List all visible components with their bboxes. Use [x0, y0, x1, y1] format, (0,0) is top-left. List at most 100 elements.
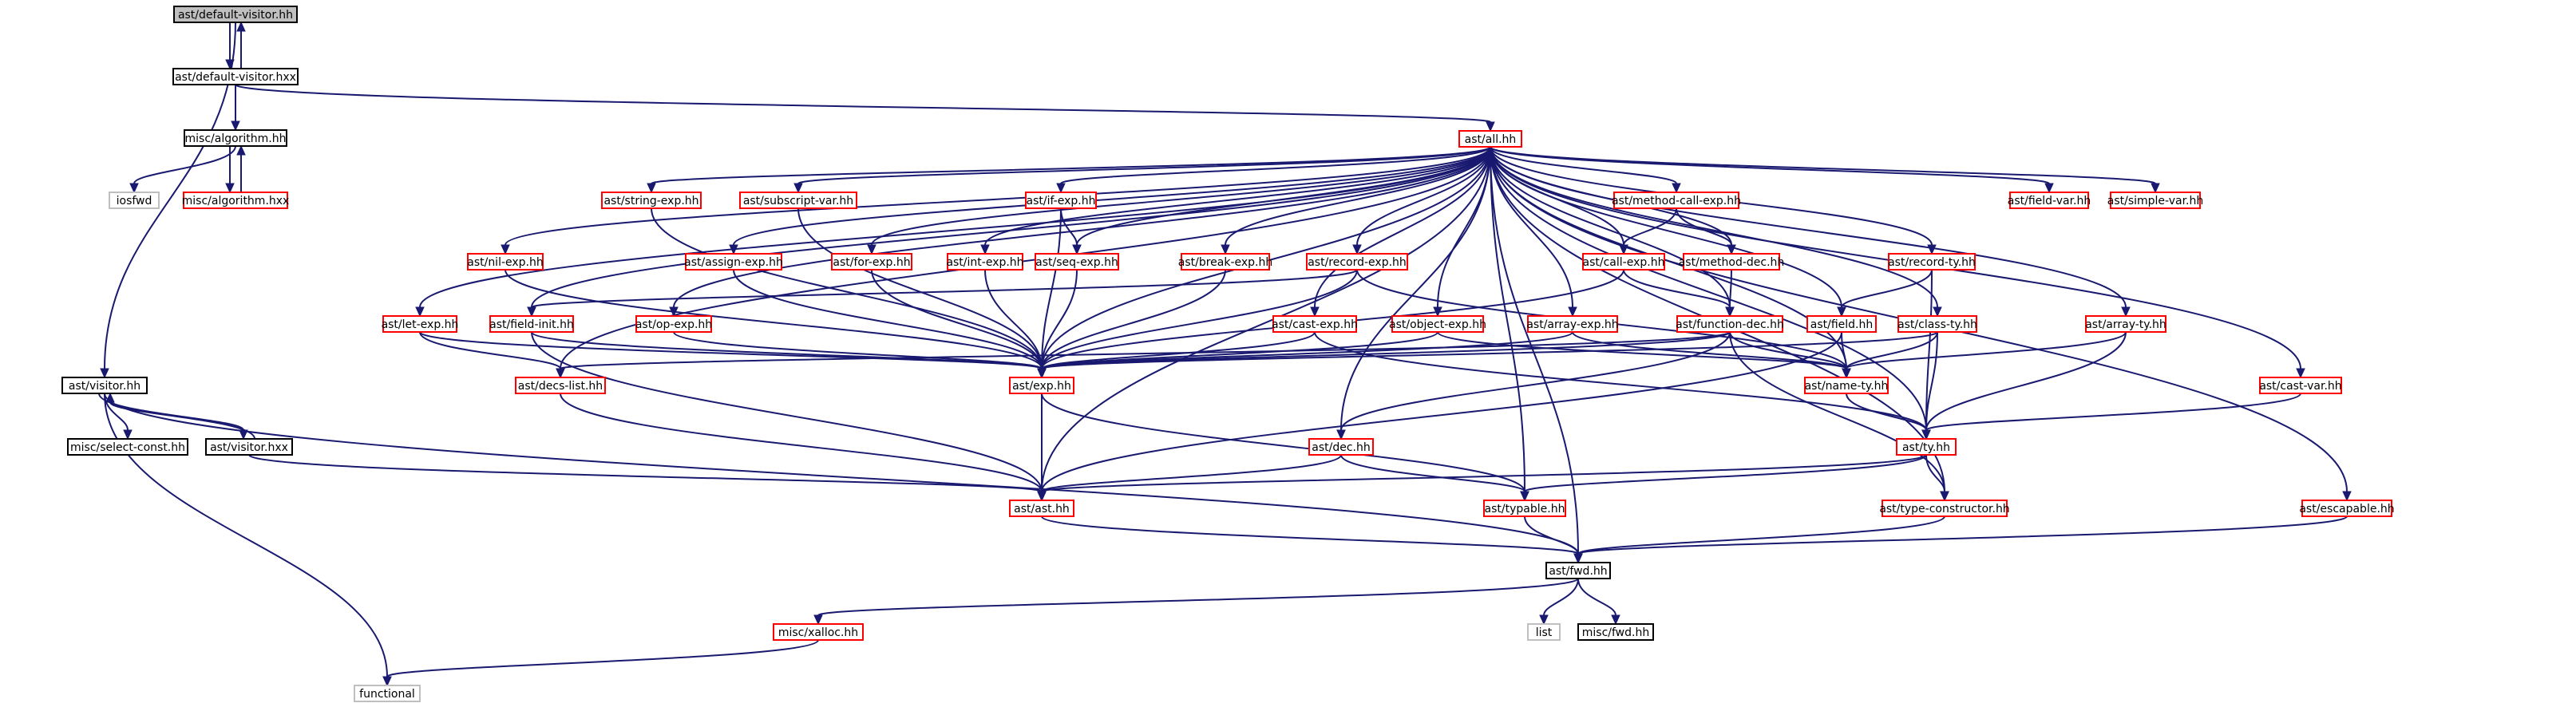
node-ast-visitor-hxx[interactable]: ast/visitor.hxx [205, 438, 293, 456]
edge-method-call-exp-hh-to-method-dec-hh [1676, 207, 1736, 255]
node-ast-array-ty-hh[interactable]: ast/array-ty.hh [2085, 315, 2166, 333]
node-label: ast/ast.hh [1014, 503, 1070, 515]
node-ast-if-exp-hh[interactable]: ast/if-exp.hh [1025, 192, 1097, 209]
edge-array-ty-hh-to-ty-hh [1921, 331, 2127, 440]
node-ast-default-visitor-hxx[interactable]: ast/default-visitor.hxx [172, 68, 299, 85]
node-ast-ty-hh[interactable]: ast/ty.hh [1896, 438, 1957, 456]
node-ast-type-constructor-hh[interactable]: ast/type-constructor.hh [1879, 500, 2010, 517]
node-ast-cast-exp-hh[interactable]: ast/cast-exp.hh [1272, 315, 1358, 333]
node-box [1458, 130, 1522, 148]
edge-misc-algorithm-hh-to-misc-algorithm-hxx [225, 146, 235, 194]
node-ast-seq-exp-hh[interactable]: ast/seq-exp.hh [1035, 253, 1119, 271]
node-label: ast/subscript-var.hh [743, 195, 853, 207]
node-ast-simple-var-hh[interactable]: ast/simple-var.hh [2107, 192, 2204, 209]
node-label: ast/object-exp.hh [1389, 318, 1486, 331]
node-ast-dec-hh[interactable]: ast/dec.hh [1308, 438, 1374, 456]
node-box [382, 315, 457, 333]
node-ast-op-exp-hh[interactable]: ast/op-exp.hh [635, 315, 712, 333]
node-ast-cast-var-hh[interactable]: ast/cast-var.hh [2259, 377, 2342, 394]
node-misc-fwd-hh[interactable]: misc/fwd.hh [1577, 623, 1654, 641]
node-ast-nil-exp-hh[interactable]: ast/nil-exp.hh [467, 253, 544, 271]
edge-class-ty-hh-to-name-ty-hh [1842, 331, 1938, 379]
node-ast-class-ty-hh[interactable]: ast/class-ty.hh [1897, 315, 1977, 333]
edge-visitor-hh-to-functional [104, 393, 392, 687]
node-ast-field-var-hh[interactable]: ast/field-var.hh [2008, 192, 2091, 209]
edge-ty-hh-to-type-constructor-hh [1925, 454, 1949, 502]
edges-layer [98, 21, 2352, 687]
edge-if-exp-hh-to-seq-exp-hh [1060, 207, 1082, 255]
node-misc-select-const-hh[interactable]: misc/select-const.hh [67, 438, 188, 456]
edge-default-visitor-hxx-to-all-hh [235, 84, 1495, 132]
node-misc-algorithm-hxx[interactable]: misc/algorithm.hxx [182, 192, 290, 209]
node-ast-all-hh[interactable]: ast/all.hh [1458, 130, 1522, 148]
node-box [1009, 377, 1074, 394]
node-box [1676, 315, 1783, 333]
node-ast-record-ty-hh[interactable]: ast/record-ty.hh [1888, 253, 1976, 271]
node-box [1613, 192, 1739, 209]
node-misc-algorithm-hh[interactable]: misc/algorithm.hh [184, 129, 287, 147]
edge-record-exp-hh-to-field-init-hh [527, 269, 1358, 318]
node-ast-field-init-hh[interactable]: ast/field-init.hh [489, 315, 574, 333]
edge-all-hh-to-simple-var-hh [1490, 146, 2160, 194]
node-box [1025, 192, 1097, 209]
node-ast-exp-hh[interactable]: ast/exp.hh [1009, 377, 1074, 394]
edge-function-dec-hh-to-dec-hh [1336, 331, 1731, 440]
node-label: ast/simple-var.hh [2107, 195, 2204, 207]
node-ast-escapable-hh[interactable]: ast/escapable.hh [2299, 500, 2395, 517]
node-label: ast/name-ty.hh [1805, 380, 1889, 393]
node-ast-subscript-var-hh[interactable]: ast/subscript-var.hh [739, 192, 857, 209]
node-ast-typable-hh[interactable]: ast/typable.hh [1483, 500, 1566, 517]
node-ast-decs-list-hh[interactable]: ast/decs-list.hh [515, 377, 606, 394]
node-box [1888, 253, 1976, 271]
edge-typable-hh-to-fwd-hh [1524, 515, 1583, 564]
node-ast-record-exp-hh[interactable]: ast/record-exp.hh [1306, 253, 1408, 271]
node-ast-call-exp-hh[interactable]: ast/call-exp.hh [1582, 253, 1665, 271]
node-ast-for-exp-hh[interactable]: ast/for-exp.hh [831, 253, 912, 271]
node-label: ast/decs-list.hh [518, 380, 603, 393]
node-label: ast/assign-exp.hh [684, 256, 783, 269]
node-label: iosfwd [117, 195, 152, 207]
node-ast-ast-hh[interactable]: ast/ast.hh [1009, 500, 1074, 517]
edge-all-hh-to-array-ty-hh [1490, 146, 2131, 318]
node-ast-break-exp-hh[interactable]: ast/break-exp.hh [1178, 253, 1273, 271]
node-box [489, 315, 574, 333]
node-box [2009, 192, 2089, 209]
edge-ty-hh-to-typable-hh [1520, 454, 1927, 502]
node-ast-method-dec-hh[interactable]: ast/method-dec.hh [1679, 253, 1785, 271]
edge-array-exp-hh-to-name-ty-hh [1572, 331, 1851, 379]
node-ast-assign-exp-hh[interactable]: ast/assign-exp.hh [684, 253, 783, 271]
node-ast-function-dec-hh[interactable]: ast/function-dec.hh [1676, 315, 1784, 333]
node-ast-field-hh[interactable]: ast/field.hh [1806, 315, 1877, 333]
node-label: ast/int-exp.hh [946, 256, 1023, 269]
node-label: ast/function-dec.hh [1676, 318, 1784, 331]
node-box [1306, 253, 1408, 271]
node-label: ast/default-visitor.hh [178, 9, 293, 22]
node-label: misc/select-const.hh [70, 441, 185, 454]
node-box [1527, 315, 1618, 333]
node-ast-name-ty-hh[interactable]: ast/name-ty.hh [1804, 377, 1889, 394]
edge-call-exp-hh-to-function-dec-hh [1623, 269, 1735, 318]
node-ast-let-exp-hh[interactable]: ast/let-exp.hh [382, 315, 459, 333]
node-label: ast/field-var.hh [2008, 195, 2091, 207]
node-label: ast/call-exp.hh [1583, 256, 1665, 269]
node-ast-int-exp-hh[interactable]: ast/int-exp.hh [946, 253, 1024, 271]
node-ast-string-exp-hh[interactable]: ast/string-exp.hh [601, 192, 702, 209]
node-ast-visitor-hh[interactable]: ast/visitor.hh [61, 377, 148, 394]
node-ast-fwd-hh[interactable]: ast/fwd.hh [1545, 562, 1611, 579]
node-box [1009, 500, 1074, 517]
node-misc-xalloc-hh[interactable]: misc/xalloc.hh [773, 623, 864, 641]
node-ast-method-call-exp-hh[interactable]: ast/method-call-exp.hh [1612, 192, 1741, 209]
node-ast-array-exp-hh[interactable]: ast/array-exp.hh [1526, 315, 1619, 333]
edge-all-hh-to-field-var-hh [1490, 146, 2054, 194]
node-ast-default-visitor-hh[interactable]: ast/default-visitor.hh [173, 6, 298, 23]
node-label: ast/method-call-exp.hh [1612, 195, 1741, 207]
edge-exp-hh-to-typable-hh [1041, 393, 1529, 502]
edge-string-exp-hh-to-exp-hh [651, 207, 1047, 379]
node-ast-object-exp-hh[interactable]: ast/object-exp.hh [1389, 315, 1486, 333]
edge-fwd-hh-to-list [1539, 578, 1579, 626]
edge-dec-hh-to-ast-hh [1037, 454, 1342, 502]
edge-all-hh-to-string-exp-hh [647, 146, 1491, 194]
node-label: ast/cast-var.hh [2259, 380, 2341, 393]
node-label: ast/typable.hh [1485, 503, 1565, 515]
